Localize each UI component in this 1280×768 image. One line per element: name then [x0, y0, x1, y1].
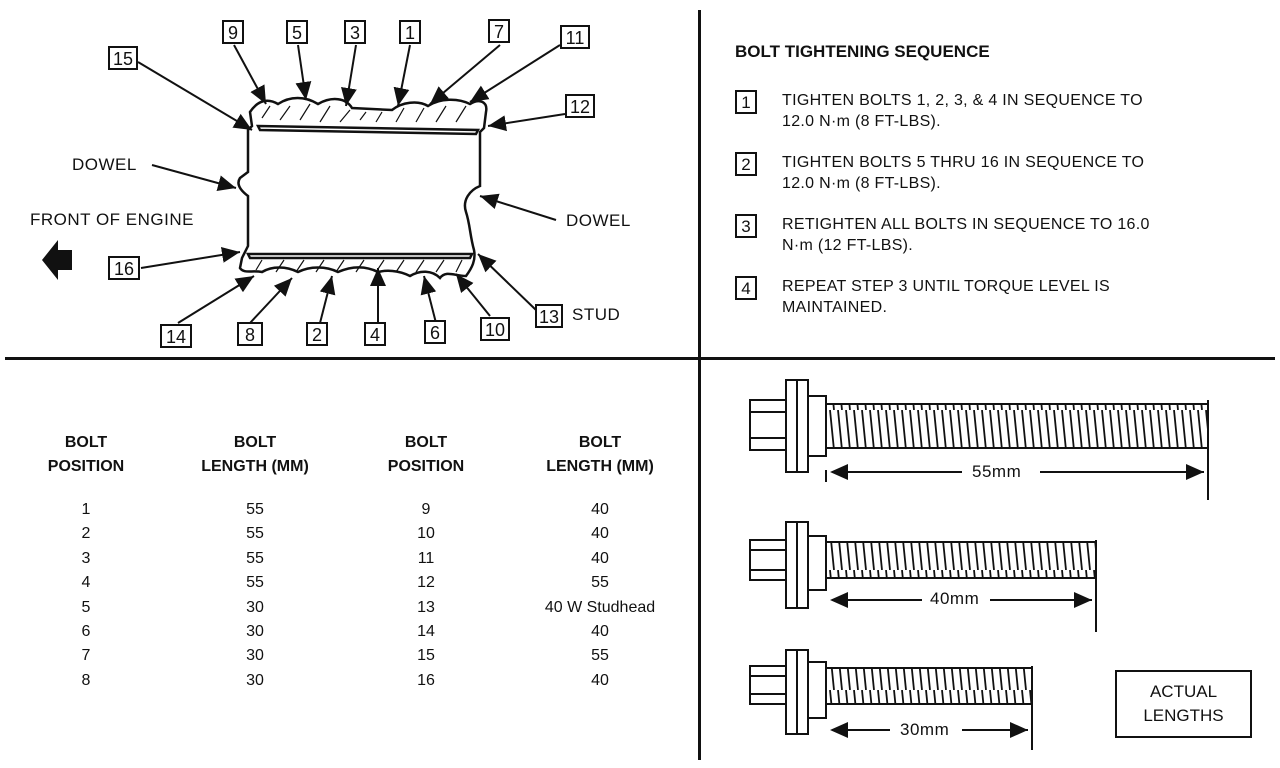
step-number-box: 1 [735, 90, 757, 114]
table-header: BOLT LENGTH (MM) [525, 431, 675, 479]
callout-box-5: 5 [286, 20, 308, 44]
actual-lengths-line: LENGTHS [1143, 706, 1224, 725]
table-cell: 3 [81, 549, 91, 567]
header-line: LENGTH (MM) [546, 458, 654, 475]
callout-box-13: 13 [535, 304, 563, 328]
callout-box-2: 2 [306, 322, 328, 346]
callout-box-9: 9 [222, 20, 244, 44]
actual-lengths-line: ACTUAL [1149, 682, 1218, 701]
actual-lengths-box: ACTUAL LENGTHS [1115, 670, 1252, 738]
callout-box-3: 3 [344, 20, 366, 44]
step-text-line: RETIGHTEN ALL BOLTS IN SEQUENCE TO 16.0 [782, 216, 1150, 233]
table-cell: 2 [81, 525, 91, 543]
callout-box-10: 10 [480, 317, 510, 341]
table-header: BOLT POSITION [30, 431, 142, 479]
gasket-hatching [255, 103, 467, 273]
step-text-line: 12.0 N·m (8 FT-LBS). [782, 175, 941, 192]
table-cell: 55 [246, 501, 264, 518]
callout-box-4: 4 [364, 322, 386, 346]
bolt-drawings [749, 379, 1209, 750]
table-cell: 4 [81, 574, 91, 592]
table-cell: 40 W Studhead [544, 598, 656, 616]
manifold-diagram [42, 44, 566, 324]
callout-box-7: 7 [488, 19, 510, 43]
bolt-length-label-55: 55mm [970, 462, 1024, 482]
table-cell: 5 [81, 598, 91, 616]
step-text-line: 12.0 N·m (8 FT-LBS). [782, 113, 941, 130]
dowel-label-left: DOWEL [72, 155, 137, 174]
step-text-line: MAINTAINED. [782, 299, 888, 316]
stud-label: STUD [572, 305, 621, 324]
header-line: BOLT [404, 434, 448, 451]
table-cell: 40 [591, 549, 609, 567]
table-cell: 40 [591, 525, 609, 543]
table-cell: 9 [421, 501, 431, 518]
step-text-line: TIGHTEN BOLTS 1, 2, 3, & 4 IN SEQUENCE T… [782, 92, 1143, 109]
horizontal-divider [5, 357, 1275, 360]
table-cell: 7 [81, 647, 91, 665]
bolt-40mm [749, 521, 1097, 632]
step-text: REPEAT STEP 3 UNTIL TORQUE LEVEL IS MAIN… [782, 276, 1242, 318]
step-text: RETIGHTEN ALL BOLTS IN SEQUENCE TO 16.0 … [782, 214, 1242, 256]
step-number-box: 3 [735, 214, 757, 238]
table-cell: 40 [591, 671, 609, 689]
callout-box-15: 15 [108, 46, 138, 70]
table-cell: 55 [246, 525, 264, 543]
table-cell: 55 [591, 647, 609, 665]
step-text-line: REPEAT STEP 3 UNTIL TORQUE LEVEL IS [782, 278, 1110, 295]
table-cell: 30 [246, 623, 264, 640]
bolt-55mm [749, 379, 1209, 500]
dowel-label-right: DOWEL [566, 211, 631, 230]
front-direction-arrow [42, 240, 72, 280]
header-line: POSITION [47, 458, 125, 475]
table-cell: 6 [81, 623, 91, 640]
step-text: TIGHTEN BOLTS 5 THRU 16 IN SEQUENCE TO 1… [782, 152, 1242, 194]
step-text-line: TIGHTEN BOLTS 5 THRU 16 IN SEQUENCE TO [782, 154, 1145, 171]
step-number-box: 4 [735, 276, 757, 300]
callout-box-1: 1 [399, 20, 421, 44]
table-cell: 12 [417, 574, 435, 592]
callout-box-16: 16 [108, 256, 140, 280]
callout-box-11: 11 [560, 25, 590, 49]
bolt-length-label-30: 30mm [898, 720, 952, 740]
bolt-length-label-40: 40mm [928, 589, 982, 609]
step-text: TIGHTEN BOLTS 1, 2, 3, & 4 IN SEQUENCE T… [782, 90, 1242, 132]
table-cell: 8 [81, 671, 91, 689]
table-cell: 40 [591, 501, 609, 518]
header-line: BOLT [233, 434, 277, 451]
table-header: BOLT POSITION [370, 431, 482, 479]
step-number-box: 2 [735, 152, 757, 176]
front-of-engine-label: FRONT OF ENGINE [30, 210, 194, 229]
table-cell: 30 [246, 598, 264, 616]
header-line: BOLT [578, 434, 622, 451]
gasket-outline [237, 96, 488, 280]
callout-box-12: 12 [565, 94, 595, 118]
callout-box-6: 6 [424, 320, 446, 344]
bolt-30mm [749, 649, 1033, 750]
table-cell: 55 [246, 549, 264, 567]
table-cell: 10 [417, 525, 435, 543]
vertical-divider [698, 10, 701, 760]
step-text-line: N·m (12 FT-LBS). [782, 237, 914, 254]
leader-arrows [137, 44, 566, 324]
table-cell: 55 [591, 574, 609, 592]
table-cell: 40 [591, 623, 609, 640]
sequence-title: BOLT TIGHTENING SEQUENCE [735, 42, 990, 61]
callout-box-14: 14 [160, 324, 192, 348]
table-cell: 11 [417, 549, 435, 567]
table-cell: 15 [417, 647, 435, 665]
header-line: LENGTH (MM) [201, 458, 309, 475]
table-cell: 30 [246, 647, 264, 665]
table-cell: 14 [417, 623, 435, 640]
callout-box-8: 8 [237, 322, 263, 346]
table-cell: 16 [417, 671, 435, 689]
table-cell: 55 [246, 574, 264, 592]
table-cell: 1 [81, 501, 91, 518]
table-cell: 13 [417, 598, 435, 616]
table-cell: 30 [246, 671, 264, 689]
table-header: BOLT LENGTH (MM) [180, 431, 330, 479]
header-line: POSITION [387, 458, 465, 475]
header-line: BOLT [64, 434, 108, 451]
